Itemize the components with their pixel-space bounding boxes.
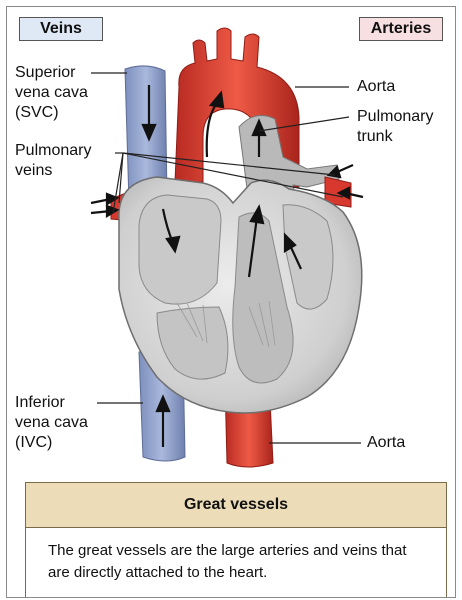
svc-label: Superior vena cava (SVC) <box>15 64 88 121</box>
great-vessels-card: Great vessels The great vessels are the … <box>25 482 447 597</box>
pv-right-arrows <box>326 163 364 200</box>
left-ventricle <box>232 212 294 384</box>
trunk-flow-arrow <box>251 118 267 157</box>
svc-flow-arrow <box>141 85 157 142</box>
pv-left-arrows <box>90 192 120 218</box>
ivc-flow-arrow <box>155 394 171 447</box>
veins-tag: Veins <box>19 17 103 41</box>
figure-frame: Veins Arteries Superior vena cava (SVC) … <box>6 6 456 598</box>
arteries-tag: Arteries <box>359 17 443 41</box>
pulmonary-veins-right <box>324 176 352 208</box>
aorta-flow-arrow <box>205 90 225 158</box>
heart-illustration <box>90 27 364 468</box>
left-atrium <box>282 204 334 310</box>
pulmonary-veins-label: Pulmonary veins <box>15 142 92 179</box>
aorta-top-label: Aorta <box>357 78 396 95</box>
right-atrium <box>138 194 222 305</box>
card-title: Great vessels <box>26 483 446 528</box>
card-body: The great vessels are the large arteries… <box>48 542 407 581</box>
leader-lines <box>91 72 361 444</box>
ivc-label: Inferior vena cava (IVC) <box>15 394 88 451</box>
left-atrium-flow-arrow <box>283 232 302 270</box>
right-ventricle <box>156 306 229 380</box>
atrium-flow-arrow <box>161 208 181 254</box>
flow-arrows <box>90 85 364 447</box>
ventricle-flow-arrow <box>247 204 265 278</box>
chordae-tendineae <box>176 300 276 348</box>
aorta-bottom-label: Aorta <box>367 434 406 451</box>
pulmonary-trunk-label: Pulmonary trunk <box>357 108 434 145</box>
